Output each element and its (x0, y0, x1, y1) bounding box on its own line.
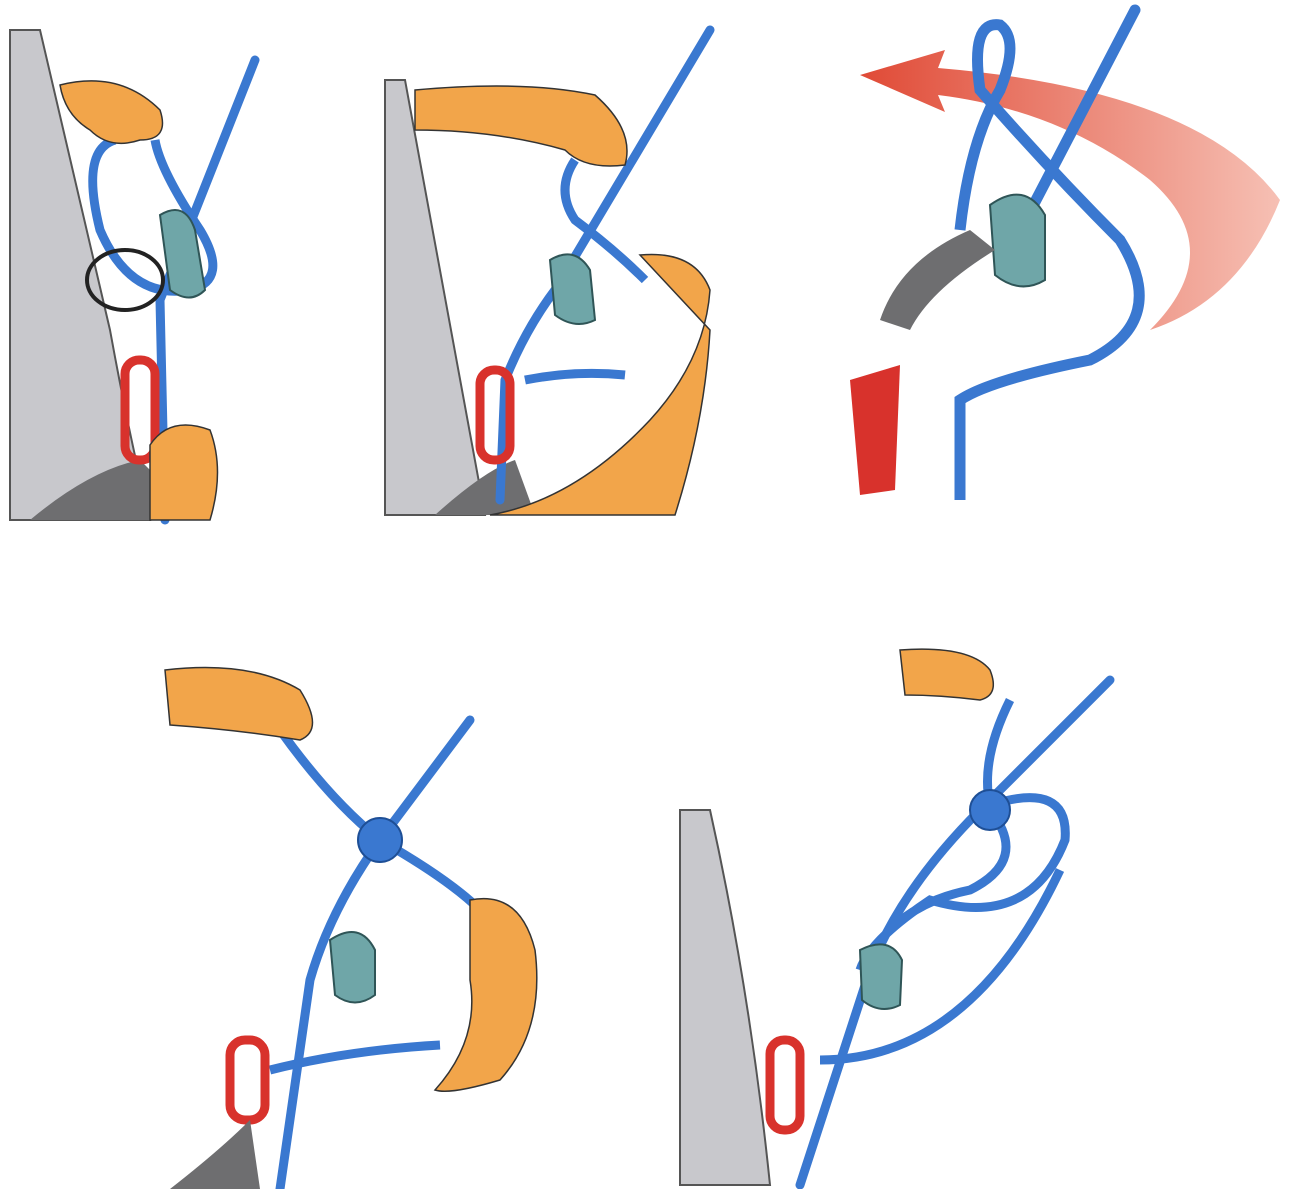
carabiner (230, 1040, 265, 1120)
step-2-panel (375, 0, 720, 530)
step-1-panel (0, 0, 360, 530)
sling-loop (880, 230, 995, 330)
backup-loops (860, 700, 1065, 970)
carabiner (480, 370, 510, 460)
wall-shape (680, 810, 770, 1185)
step-4-illustration (150, 650, 570, 1189)
hand-top (900, 649, 993, 700)
belay-device (990, 195, 1045, 287)
step-2-illustration (375, 0, 720, 530)
knot (970, 790, 1010, 830)
belay-device (860, 944, 902, 1009)
belay-device (550, 254, 595, 324)
harness-strap (170, 1120, 260, 1189)
step-5-illustration (670, 640, 1130, 1189)
wall-shape (385, 80, 485, 515)
step-1-illustration (0, 0, 360, 530)
step-5-panel (670, 640, 1130, 1189)
rope-strand (800, 680, 1110, 1185)
carabiner (850, 365, 900, 495)
belay-device (330, 932, 375, 1003)
hand-bottom (150, 425, 218, 520)
step-3-illustration (820, 0, 1291, 500)
hand-top (415, 86, 627, 166)
hand-bottom (435, 899, 537, 1092)
rope-tail (525, 373, 625, 380)
hand-bottom (490, 254, 710, 515)
hand-top (165, 668, 313, 741)
hand-top (60, 81, 163, 143)
step-3-panel (820, 0, 1291, 500)
carabiner (770, 1040, 800, 1130)
knot (358, 818, 402, 862)
step-4-panel (150, 650, 570, 1189)
